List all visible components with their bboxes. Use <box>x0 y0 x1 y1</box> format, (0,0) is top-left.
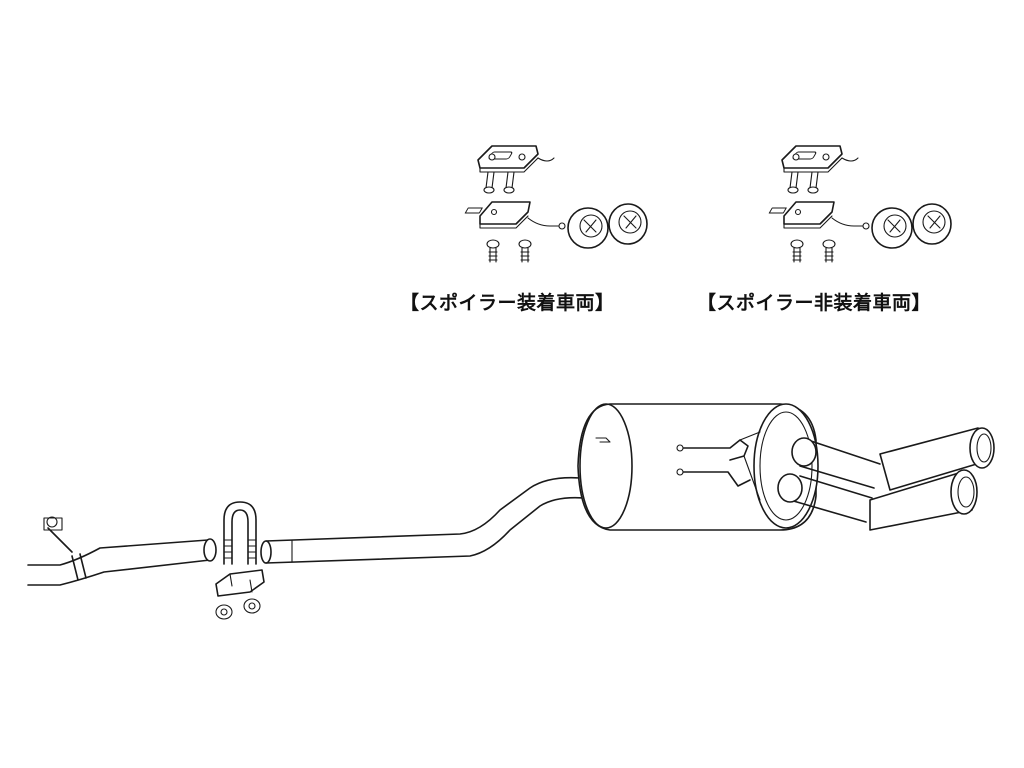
u-bolt-clamp <box>215 501 265 620</box>
front-pipe <box>27 516 217 586</box>
mid-pipe <box>260 476 585 564</box>
twin-tailpipes <box>777 427 995 531</box>
caption-spoiler-not-equipped: 【スポイラー非装着車両】 <box>697 292 932 314</box>
rear-muffler <box>577 403 819 531</box>
caption-spoiler-equipped: 【スポイラー装着車両】 <box>400 292 615 314</box>
hanger-kit-spoiler-not-equipped <box>768 145 952 263</box>
hanger-kit-spoiler-equipped <box>464 145 648 263</box>
